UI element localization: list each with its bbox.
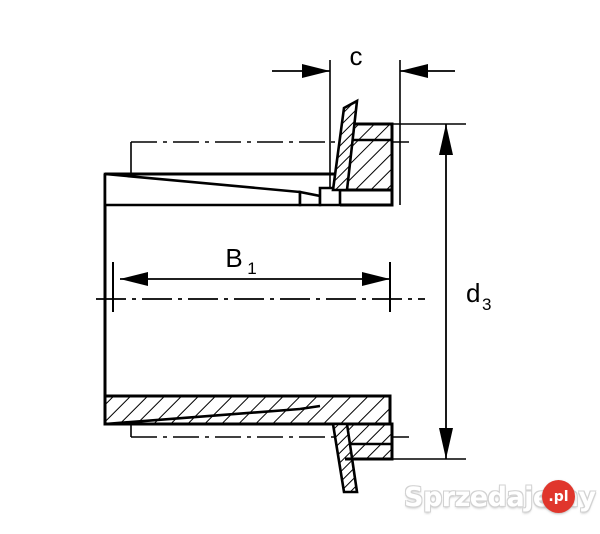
d3-extension-lines: [392, 123, 466, 460]
dimension-label-d3: d: [466, 278, 480, 308]
dimension-d3: [439, 124, 453, 459]
locking-tab-upper: [331, 98, 359, 192]
dimension-c: [272, 64, 455, 78]
dimension-subscript-d3: 3: [482, 295, 491, 314]
dimension-label-b1: B: [225, 243, 242, 273]
dimension-label-c: c: [350, 41, 363, 71]
tapered-sleeve-lower: [104, 404, 321, 426]
c-extension-lines: [329, 60, 401, 205]
dimension-b1: [112, 262, 391, 312]
dimension-subscript-b1: 1: [247, 259, 256, 278]
